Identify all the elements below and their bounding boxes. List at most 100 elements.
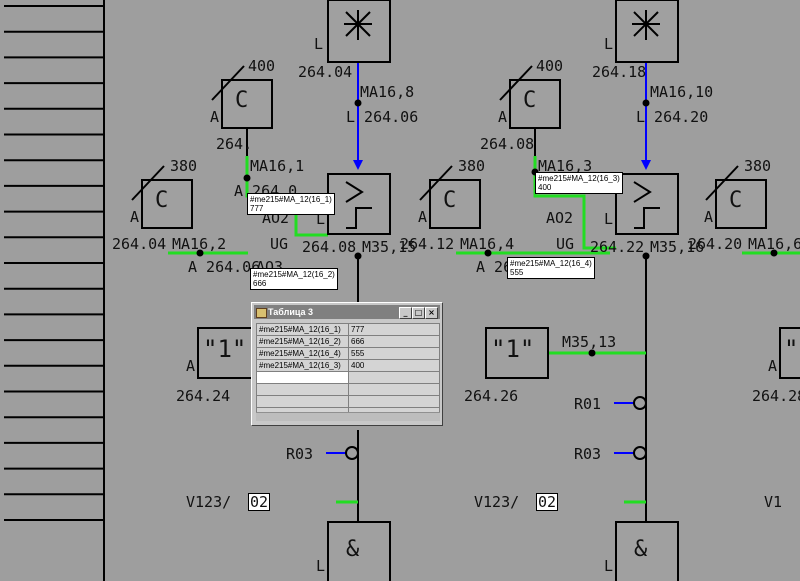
node-1-ma: MA16,1 xyxy=(250,157,305,175)
value-tooltip: #me215#MA_12(16_3) 400 xyxy=(535,172,623,194)
value-tooltip: #me215#MA_12(16_2) 666 xyxy=(250,268,338,290)
table-row[interactable] xyxy=(256,383,440,396)
tooltip-value: 666 xyxy=(253,279,267,288)
timer-2-glyph: C xyxy=(155,188,169,213)
table-cell-value[interactable]: 555 xyxy=(348,347,440,360)
const-1-address: 264.24 xyxy=(176,387,231,405)
const-2-wire: M35,13 xyxy=(562,333,617,351)
star-icon xyxy=(344,10,372,40)
table-row[interactable] xyxy=(256,371,440,384)
v123-1-label: V123/ xyxy=(186,493,232,511)
table-cell-tag[interactable]: #me215#MA_12(16_4) xyxy=(256,347,349,360)
const-2-address: 264.26 xyxy=(464,387,519,405)
table-window[interactable]: Таблица 3 _ □ × #me215#MA_12(16_1)777#me… xyxy=(251,302,443,426)
table-cell-value[interactable] xyxy=(348,371,440,384)
data-table: #me215#MA_12(16_1)777#me215#MA_12(16_2)6… xyxy=(256,323,440,420)
maximize-button[interactable]: □ xyxy=(412,307,425,319)
timer-2-wire: MA16,2 xyxy=(172,235,227,253)
tooltip-value: 777 xyxy=(250,204,264,213)
timer-4-wire: MA16,4 xyxy=(460,235,515,253)
v123-2-label: V123/ xyxy=(474,493,520,511)
table-cell-tag[interactable] xyxy=(256,383,349,396)
window-app-icon xyxy=(256,308,267,318)
left-panel-rows xyxy=(4,5,104,521)
horizontal-scrollbar[interactable] xyxy=(256,412,440,421)
timer-2-address: 264.04 xyxy=(112,235,167,253)
timer-slant-icons xyxy=(131,65,739,201)
inverter-circles xyxy=(345,396,647,460)
timer-block-3 xyxy=(509,79,561,129)
node-2-ma: MA16,3 xyxy=(538,157,593,175)
table-cell-tag[interactable]: #me215#MA_12(16_3) xyxy=(256,359,349,372)
and-top-2-prefix: L xyxy=(604,35,614,53)
timer-block-1 xyxy=(221,79,273,129)
table-cell-tag[interactable]: #me215#MA_12(16_1) xyxy=(256,323,349,336)
table-cell-value[interactable]: 666 xyxy=(348,335,440,348)
flipflop-block-1 xyxy=(327,173,391,235)
node-2-ug: UG xyxy=(556,235,575,253)
minimize-button[interactable]: _ xyxy=(399,307,412,319)
node-1-wire: M35,15 xyxy=(362,238,417,256)
node-1-ug: UG xyxy=(270,235,289,253)
table-row[interactable]: #me215#MA_12(16_1)777 xyxy=(256,323,440,336)
tooltip-tag: #me215#MA_12(16_2) xyxy=(253,270,335,279)
table-cell-value[interactable]: 400 xyxy=(348,359,440,372)
and-block-bottom-2 xyxy=(615,521,679,581)
node-2-l: L xyxy=(604,210,614,228)
blocks xyxy=(141,0,800,581)
table-cell-value[interactable] xyxy=(348,395,440,408)
value-tooltip: #me215#MA_12(16_4) 555 xyxy=(507,257,595,279)
timer-3-address: 264.08 xyxy=(480,135,535,153)
table-cell-tag[interactable] xyxy=(256,371,349,384)
const-3-prefix: A xyxy=(768,357,778,375)
tooltip-tag: #me215#MA_12(16_1) xyxy=(250,195,332,204)
and-bottom-1-glyph: & xyxy=(346,537,360,562)
const-block-2 xyxy=(485,327,549,379)
r03-label-1: R03 xyxy=(286,445,314,463)
timer-1-value: 400 xyxy=(248,57,276,75)
timer-block-2 xyxy=(141,179,193,229)
timer-2-prefix: A xyxy=(130,208,140,226)
wire-ma16-8-label: MA16,8 xyxy=(360,83,415,101)
close-button[interactable]: × xyxy=(425,307,438,319)
flipflop-block-2 xyxy=(615,173,679,235)
timer-block-4 xyxy=(429,179,481,229)
timer-1-prefix: A xyxy=(210,108,220,126)
table-cell-value[interactable]: 777 xyxy=(348,323,440,336)
v123-2-value[interactable]: 02 xyxy=(536,493,559,511)
timer-2-value: 380 xyxy=(170,157,198,175)
table-cell-tag[interactable]: #me215#MA_12(16_2) xyxy=(256,335,349,348)
timer-5-prefix: A xyxy=(704,208,714,226)
v123-3-label: V1 xyxy=(764,493,783,511)
table-row[interactable]: #me215#MA_12(16_2)666 xyxy=(256,335,440,348)
table-row[interactable]: #me215#MA_12(16_4)555 xyxy=(256,347,440,360)
node-2-address: 264.22 xyxy=(590,238,645,256)
table-row[interactable] xyxy=(256,395,440,408)
timer-3-glyph: C xyxy=(523,88,537,113)
timer-4-address: 264.12 xyxy=(400,235,455,253)
wire-ma16-10-label: MA16,10 xyxy=(650,83,714,101)
timer-4-prefix: A xyxy=(418,208,428,226)
table-cell-tag[interactable] xyxy=(256,395,349,408)
and-top-1-address: 264.04 xyxy=(298,63,353,81)
const-1-prefix: A xyxy=(186,357,196,375)
timer-1-glyph: C xyxy=(235,88,249,113)
table-row[interactable]: #me215#MA_12(16_3)400 xyxy=(256,359,440,372)
timer-3-prefix: A xyxy=(498,108,508,126)
node-1-l: L xyxy=(316,210,326,228)
timer-5-address: 264.20 xyxy=(688,235,743,253)
and-bottom-2-prefix: L xyxy=(604,557,614,575)
tooltip-value: 555 xyxy=(510,268,524,277)
const-block-3 xyxy=(779,327,800,379)
left-panel xyxy=(0,0,104,581)
arrow-icon xyxy=(353,160,363,170)
v123-1-value[interactable]: 02 xyxy=(248,493,271,511)
const-2-value: "1" xyxy=(491,335,535,363)
table-cell-value[interactable] xyxy=(348,383,440,396)
node-2-ao2: AO2 xyxy=(546,209,574,227)
wire-ma16-8-address: L 264.06 xyxy=(346,108,419,126)
window-titlebar[interactable]: Таблица 3 _ □ × xyxy=(254,305,440,319)
timer-4-glyph: C xyxy=(443,188,457,213)
and-bottom-2-glyph: & xyxy=(634,537,648,562)
